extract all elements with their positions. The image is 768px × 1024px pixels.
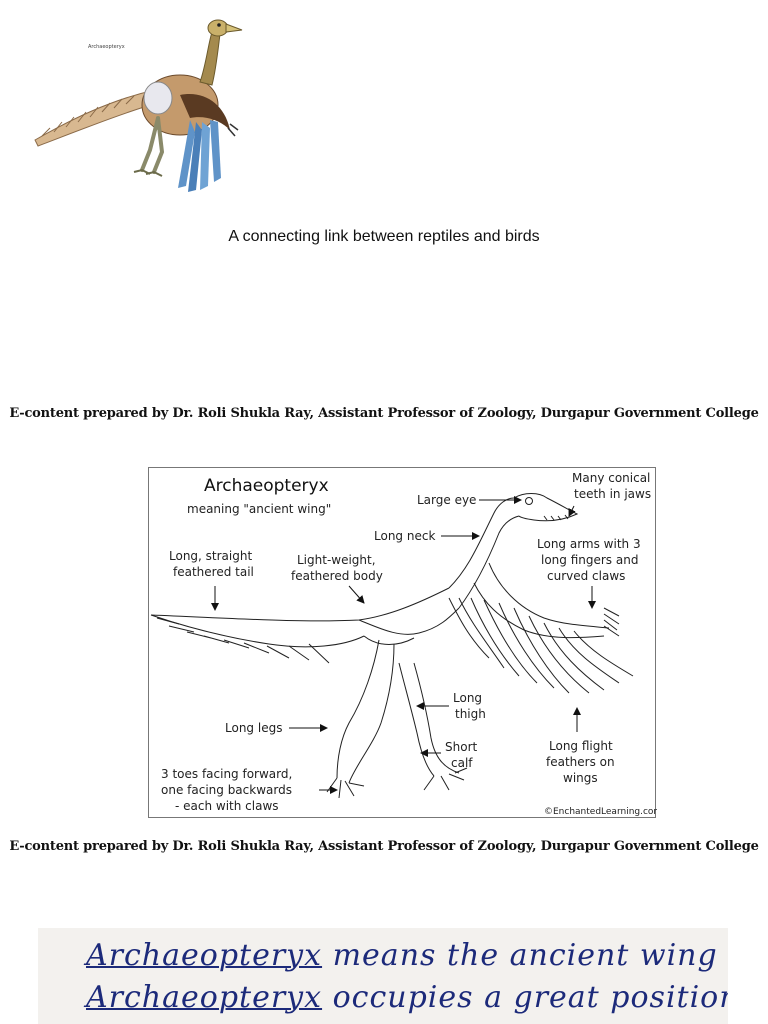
archaeopteryx-illustration: [30, 10, 245, 195]
label-thigh-2: thigh: [455, 707, 486, 721]
label-long-legs: Long legs: [225, 721, 282, 735]
notes-term: Archaeopteryx: [86, 980, 322, 1015]
label-flight-feathers-3: wings: [563, 771, 598, 785]
label-flight-feathers-1: Long flight: [549, 739, 613, 753]
label-large-eye: Large eye: [417, 493, 476, 507]
label-long-neck: Long neck: [374, 529, 435, 543]
label-toes-3: - each with claws: [175, 799, 279, 813]
notes-text: occupies a great position in: [333, 980, 728, 1015]
label-arms-1: Long arms with 3: [537, 537, 641, 551]
label-arms-2: long fingers and: [541, 553, 638, 567]
notes-line-1: Archaeopteryx means the ancient wing .: [86, 938, 728, 973]
label-teeth-1: Many conical: [572, 471, 650, 485]
label-toes-2: one facing backwards: [161, 783, 292, 797]
label-tail-1: Long, straight: [169, 549, 252, 563]
label-arms-3: curved claws: [547, 569, 625, 583]
label-thigh-1: Long: [453, 691, 482, 705]
labeled-diagram: Archaeopteryx meaning "ancient wing": [148, 467, 656, 818]
page-subtitle: A connecting link between reptiles and b…: [0, 228, 768, 246]
label-calf-1: Short: [445, 740, 477, 754]
author-credit: E-content prepared by Dr. Roli Shukla Ra…: [0, 406, 768, 421]
diagram-title: Archaeopteryx: [204, 476, 329, 496]
label-toes-1: 3 toes facing forward,: [161, 767, 292, 781]
arrow-teeth: [569, 506, 574, 516]
label-teeth-2: teeth in jaws: [574, 487, 651, 501]
label-body-2: feathered body: [291, 569, 383, 583]
photo-caption: Archaeopteryx: [88, 44, 125, 50]
label-body-1: Light-weight,: [297, 553, 376, 567]
handwritten-notes: Archaeopteryx means the ancient wing . A…: [38, 928, 728, 1024]
label-flight-feathers-2: feathers on: [546, 755, 615, 769]
notes-term: Archaeopteryx: [86, 938, 322, 973]
diagram-copyright: ©EnchantedLearning.com: [544, 807, 657, 817]
label-tail-2: feathered tail: [173, 565, 254, 579]
notes-line-2: Archaeopteryx occupies a great position …: [86, 980, 728, 1015]
author-credit-repeat: E-content prepared by Dr. Roli Shukla Ra…: [0, 839, 768, 854]
arrow-body: [349, 586, 364, 603]
notes-text: means the ancient wing .: [333, 938, 728, 973]
diagram-subtitle: meaning "ancient wing": [187, 502, 331, 516]
label-calf-2: calf: [451, 756, 473, 770]
